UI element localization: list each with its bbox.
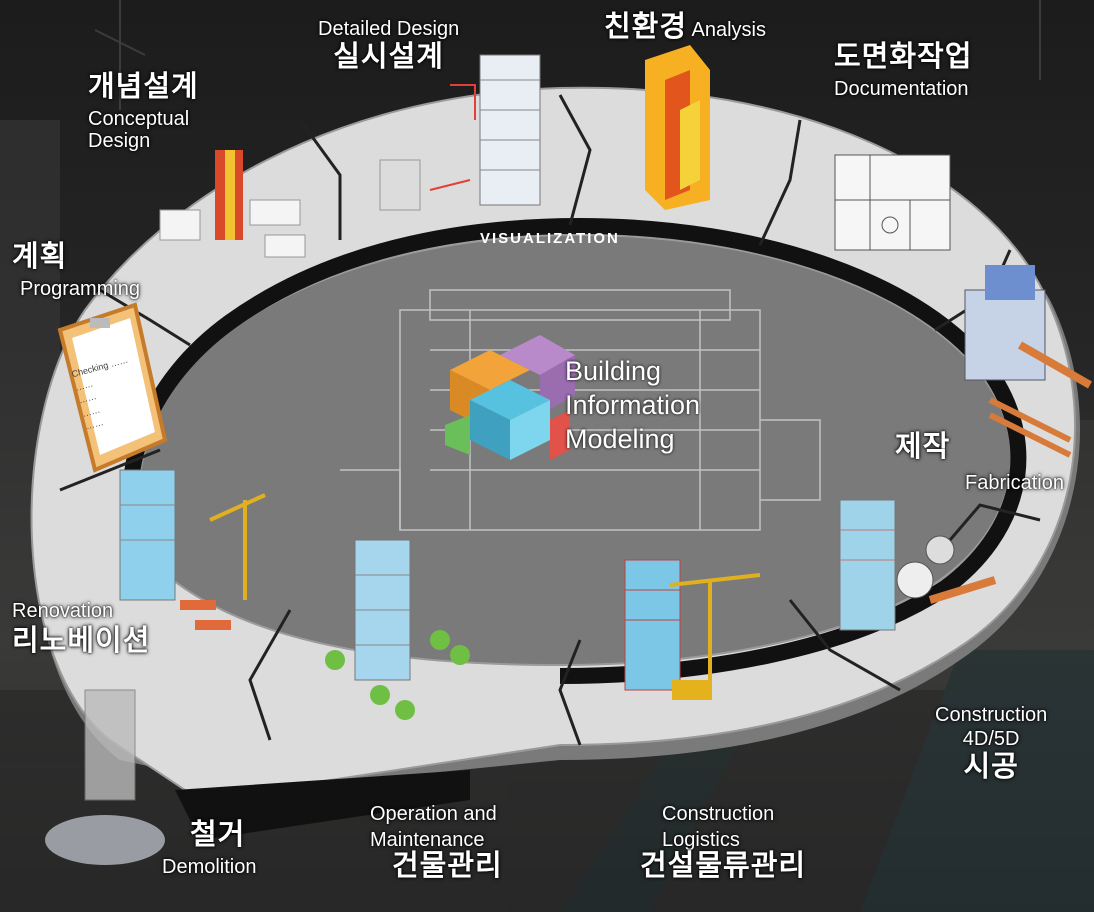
fabrication-ko: 제작 bbox=[895, 431, 951, 463]
analysis-heatmap-building-icon bbox=[645, 45, 710, 210]
operation-label: Operation and Maintenance 건물관리 bbox=[370, 803, 503, 883]
demolition-label: 철거 Demolition bbox=[162, 819, 257, 878]
construction-en1: Construction bbox=[935, 704, 1048, 726]
logistics-ko: 건설물류관리 bbox=[640, 850, 807, 882]
construction-tower-icon bbox=[839, 499, 997, 631]
programming-label: 계획 Programming bbox=[12, 241, 141, 300]
construction-ko: 시공 bbox=[963, 751, 1019, 783]
demolition-ko: 철거 bbox=[190, 819, 246, 851]
detailed-design-tower-icon bbox=[379, 54, 541, 211]
conceptual-design-en1: Conceptual bbox=[88, 107, 190, 130]
analysis-label: 친환경 Analysis bbox=[604, 11, 766, 44]
operation-building-icon bbox=[325, 539, 470, 720]
programming-ko: 계획 bbox=[12, 241, 68, 273]
conceptual-design-label: 개념설계 Conceptual Design bbox=[88, 71, 199, 152]
documentation-en: Documentation bbox=[834, 77, 969, 100]
documentation-floorplan-icon bbox=[834, 154, 951, 251]
demolition-en: Demolition bbox=[162, 855, 257, 878]
detailed-design-en: Detailed Design bbox=[318, 18, 460, 40]
bim-cube-logo bbox=[445, 335, 575, 460]
renovation-crane-building-icon bbox=[119, 469, 266, 630]
bim-title-line3: Modeling bbox=[565, 423, 675, 454]
bim-title-line2: Information bbox=[565, 389, 701, 420]
demolition-rubble-icon bbox=[45, 689, 165, 865]
documentation-ko: 도면화작업 bbox=[834, 41, 973, 73]
operation-en2: Maintenance bbox=[370, 829, 485, 851]
renovation-en: Renovation bbox=[12, 600, 114, 622]
bim-title-line1: Building bbox=[565, 356, 662, 386]
fabrication-machine-icon bbox=[964, 265, 1092, 458]
demolition-arrow bbox=[175, 770, 470, 840]
logistics-en1: Construction bbox=[662, 803, 775, 825]
renovation-ko: 리노베이션 bbox=[12, 625, 151, 657]
fabrication-label: 제작 Fabrication bbox=[895, 431, 1064, 494]
logistics-en2: Logistics bbox=[662, 829, 740, 851]
conceptual-design-model-icon bbox=[159, 150, 306, 258]
fabrication-en: Fabrication bbox=[965, 471, 1064, 494]
operation-ko: 건물관리 bbox=[392, 850, 503, 882]
construction-label: Construction 4D/5D 시공 bbox=[935, 704, 1047, 784]
logistics-crane-tower-icon bbox=[624, 559, 761, 700]
programming-en: Programming bbox=[20, 277, 141, 300]
conceptual-design-en2: Design bbox=[88, 129, 151, 152]
conceptual-design-ko: 개념설계 bbox=[88, 71, 199, 103]
renovation-label: Renovation 리노베이션 bbox=[12, 600, 150, 658]
visualization-label: VISUALIZATION bbox=[480, 230, 620, 247]
detailed-design-label: Detailed Design 실시설계 bbox=[318, 18, 459, 74]
operation-en1: Operation and bbox=[370, 803, 497, 825]
programming-checklist-icon bbox=[57, 302, 168, 473]
detailed-design-ko: 실시설계 bbox=[333, 41, 444, 73]
bim-title: Building Information Modeling bbox=[565, 355, 700, 456]
construction-en2: 4D/5D bbox=[962, 728, 1020, 750]
analysis-ko: 친환경 bbox=[604, 11, 688, 43]
analysis-en: Analysis bbox=[691, 19, 766, 41]
documentation-label: 도면화작업 Documentation bbox=[834, 41, 973, 100]
logistics-label: Construction Logistics 건설물류관리 bbox=[640, 803, 806, 883]
